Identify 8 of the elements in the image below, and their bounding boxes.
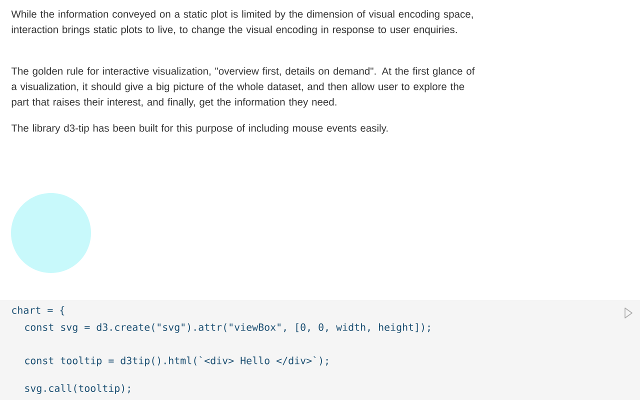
paragraph: While the information conveyed on a static plot is limited by the dimension of visual encoding space, interaction brings static plots to live, to change the visual encoding in response to user enquiries. (11, 10, 473, 36)
code-line: svg.call(tooltip); (25, 384, 130, 394)
code-line: const svg = d3.create("svg").attr("viewBox", [0, 0, width, height]); (25, 323, 430, 333)
paragraph: The golden rule for interactive visualization, "overview first, details on demand". At the first glance of a visualization, it should give a big picture of the whole dataset, and then allow user to explore the part that raises their interest, and finally, get the information they need. (11, 67, 475, 108)
paragraph: The library d3-tip has been built for this purpose of including mouse events easily. (11, 124, 388, 134)
circle (11, 193, 91, 273)
code-line: const tooltip = d3tip().html(`<div> Hello </div>`); (25, 356, 328, 366)
code-line: chart = { (12, 306, 64, 316)
